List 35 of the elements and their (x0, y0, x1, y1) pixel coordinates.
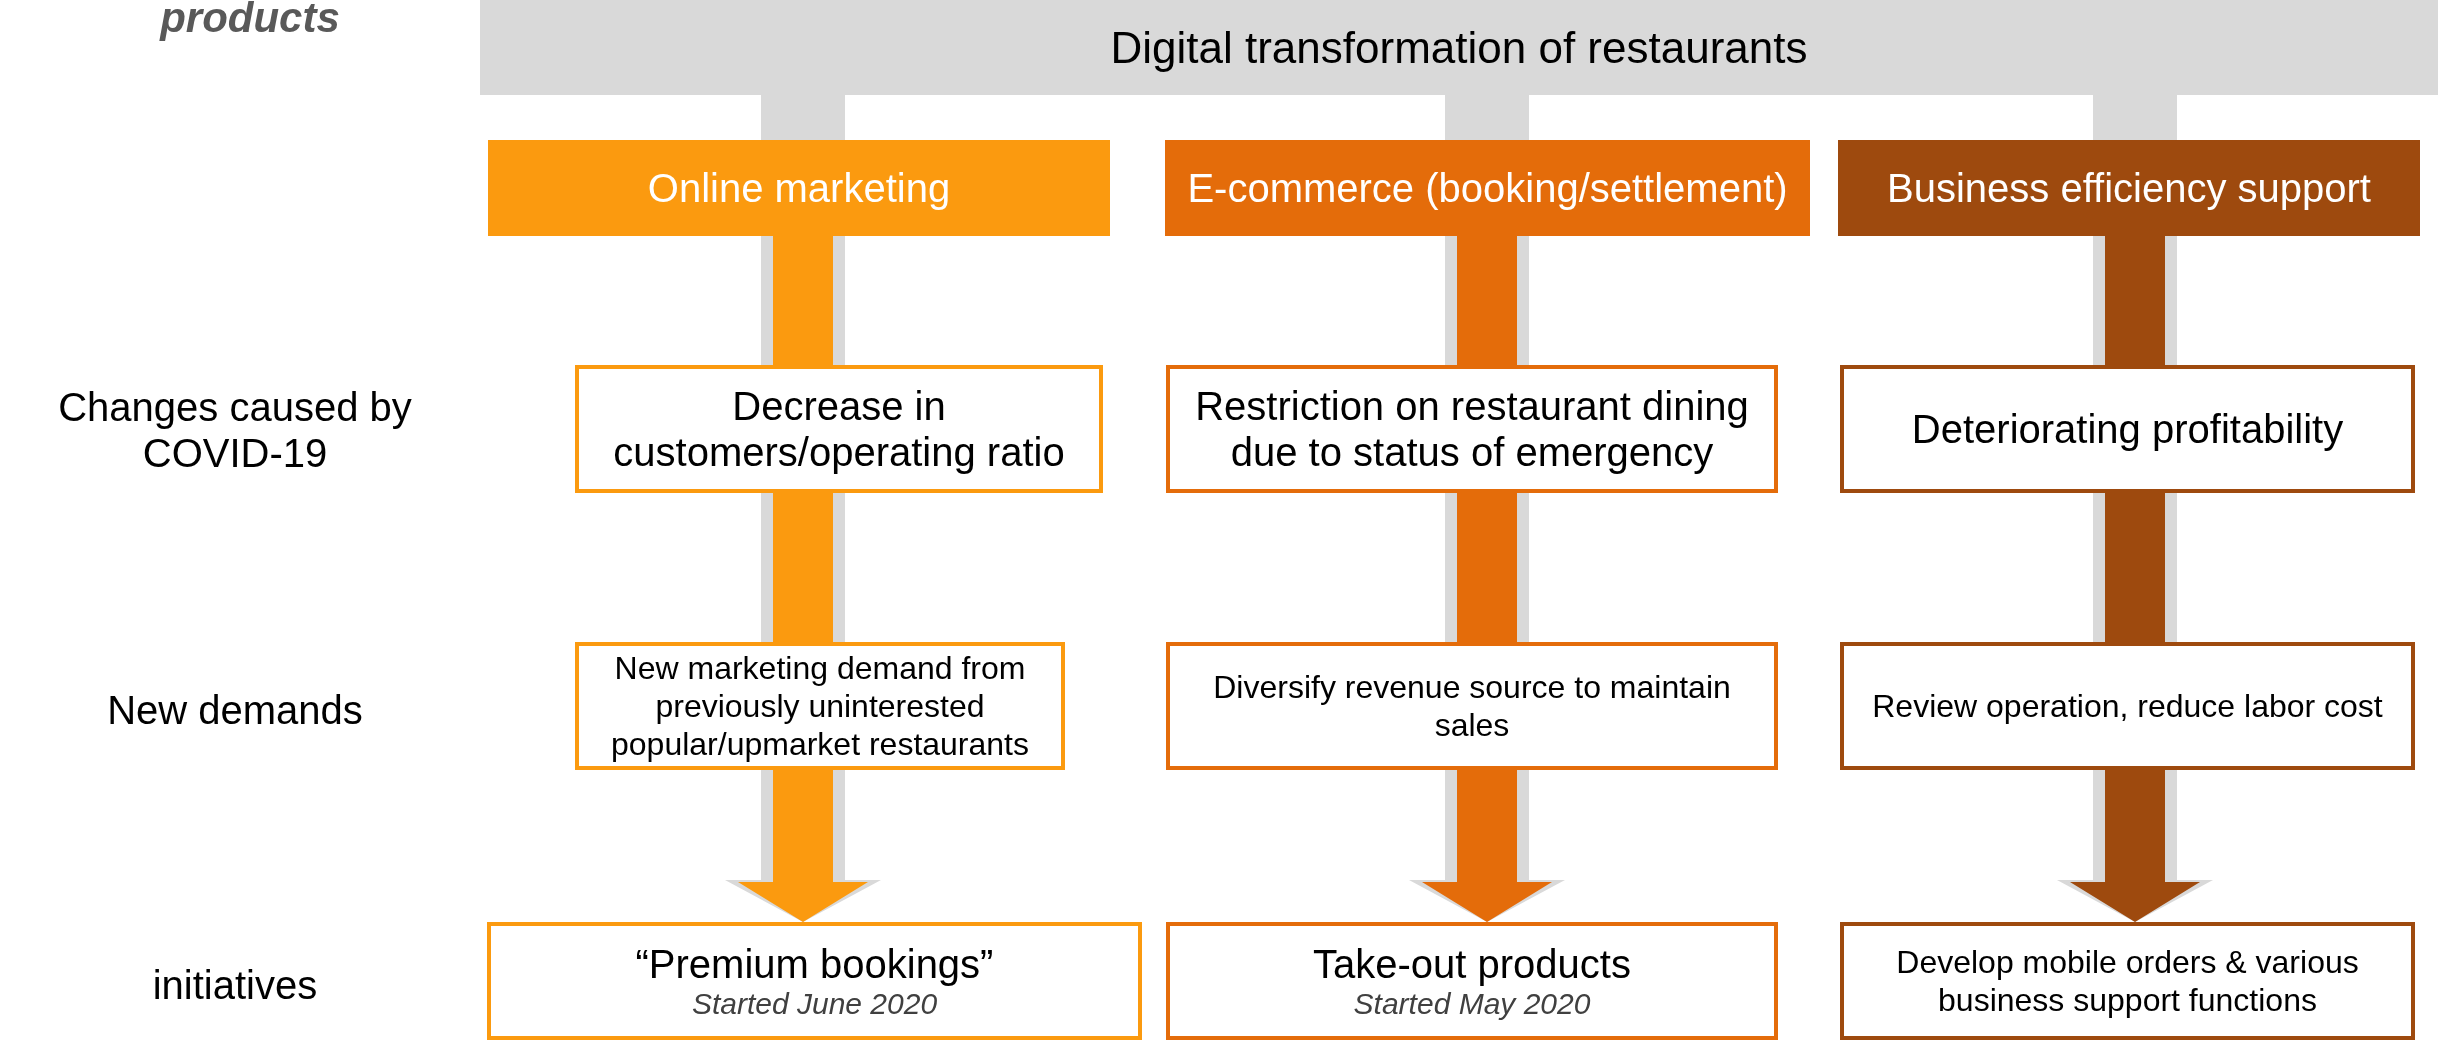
text-box (1166, 642, 1778, 770)
box-text: New marketing demand from previously uninterested popular/upmarket restaurants (610, 649, 1030, 763)
header-text: E-commerce (booking/settlement) (1187, 165, 1788, 212)
box-text: Take-out products (1313, 941, 1631, 987)
text-box (1166, 365, 1778, 493)
banner (480, 0, 2438, 95)
box-text: Diversify revenue source to maintain sales (1212, 668, 1732, 744)
text-box (1166, 922, 1778, 1040)
box-text: Restriction on restaurant dining due to status of emergency (1194, 383, 1750, 475)
box-text: Deteriorating profitability (1911, 406, 2344, 452)
category-header (1165, 140, 1810, 236)
box-text: Review operation, reduce labor cost (1872, 687, 2383, 725)
arrow (1422, 770, 1552, 922)
box-text: “Premium bookings” (635, 941, 994, 987)
text-box (1840, 365, 2415, 493)
start-date: Started June 2020 (691, 987, 938, 1021)
text-box (575, 365, 1103, 493)
text-box (1840, 922, 2415, 1040)
arrow (738, 770, 868, 922)
row-label: initiatives (151, 962, 319, 1009)
box-text: Decrease in customers/operating ratio (612, 383, 1066, 475)
section-heading: products (158, 0, 341, 42)
box-text: Develop mobile orders & various business support functions (1895, 943, 2360, 1019)
arrow (2070, 770, 2200, 922)
text-box (1840, 642, 2415, 770)
header-text: Online marketing (647, 165, 951, 212)
start-date: Started May 2020 (1353, 987, 1591, 1021)
category-header (1838, 140, 2420, 236)
banner-title: Digital transformation of restaurants (1110, 21, 1808, 74)
row-label: New demands (106, 687, 364, 734)
header-text: Business efficiency support (1887, 165, 2371, 212)
text-box (575, 642, 1065, 770)
row-label: Changes caused by COVID-19 (57, 384, 413, 477)
category-header (488, 140, 1110, 236)
text-box (487, 922, 1142, 1040)
